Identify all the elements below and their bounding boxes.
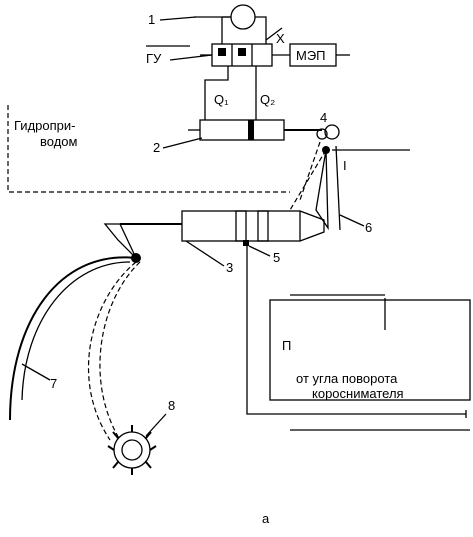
pump-1 (194, 4, 267, 44)
roller-4 (324, 124, 340, 140)
label-8: 8 (168, 398, 175, 413)
label-2: 2 (153, 140, 160, 155)
hydro-label-1: Гидропри- (14, 118, 75, 133)
box-text-line1: от угла поворота (296, 371, 398, 386)
hydro-label-2: водом (40, 134, 78, 149)
cylinder-3 (120, 210, 325, 242)
label-gu: ГУ (146, 51, 162, 66)
label-roman-i: I (343, 158, 347, 173)
label-q2: Q₂ (260, 92, 275, 107)
box-text-line2: короснимателя (312, 386, 404, 401)
box-partial-p: П (282, 338, 291, 353)
label-5: 5 (273, 250, 280, 265)
cutter-8 (107, 425, 157, 475)
signal-box (269, 294, 471, 431)
hydro-drive-boundary (7, 105, 290, 193)
label-x: X (276, 31, 285, 46)
figure-caption: а (262, 511, 270, 526)
label-mep: МЭП (296, 48, 326, 63)
cylinder-2 (188, 119, 322, 141)
label-7: 7 (50, 376, 57, 391)
label-6: 6 (365, 220, 372, 235)
label-4: 4 (320, 110, 327, 125)
sensor-5 (243, 240, 249, 246)
scraper-arc-7 (9, 256, 137, 421)
label-3: 3 (226, 260, 233, 275)
label-q1: Q₁ (214, 92, 229, 107)
valve-block (211, 43, 273, 67)
label-1: 1 (148, 12, 155, 27)
